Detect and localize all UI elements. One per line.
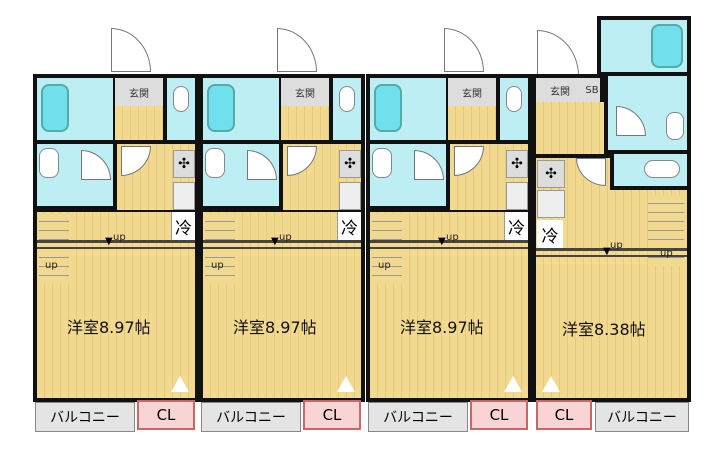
bathroom bbox=[203, 78, 279, 140]
bathroom bbox=[370, 78, 446, 140]
up-label: up bbox=[113, 232, 126, 243]
fridge-space: 冷 bbox=[171, 212, 195, 240]
entrance-label: 玄関 bbox=[536, 78, 584, 102]
entrance-floor bbox=[536, 102, 604, 154]
stove-icon: ✣ bbox=[506, 150, 528, 178]
bathtub-icon bbox=[374, 84, 402, 132]
stove-icon: ✣ bbox=[339, 150, 361, 178]
up-label: up bbox=[446, 232, 459, 243]
entrance-floor bbox=[448, 106, 496, 140]
bathtub-icon bbox=[651, 24, 683, 68]
washbasin-icon bbox=[372, 148, 392, 178]
down-arrow-icon: ▼ bbox=[105, 236, 113, 247]
fridge-space: 冷 bbox=[337, 212, 361, 240]
washroom bbox=[608, 76, 687, 150]
stove-icon: ✣ bbox=[173, 150, 195, 178]
loft-ladder-rail bbox=[536, 255, 687, 257]
toilet-icon bbox=[173, 86, 189, 112]
closet-door-icon bbox=[504, 376, 522, 392]
closet-door-icon bbox=[171, 376, 189, 392]
shoe-box-label: SB bbox=[584, 78, 600, 102]
loft-ladder-rail bbox=[37, 240, 195, 243]
bathroom bbox=[601, 20, 687, 72]
loft-ladder-rail bbox=[203, 247, 361, 249]
loft-ladder-rail bbox=[203, 240, 361, 243]
kitchen-hall bbox=[536, 158, 610, 194]
toilet-room bbox=[333, 78, 361, 140]
closet: CL bbox=[137, 400, 195, 430]
closet: CL bbox=[470, 400, 528, 430]
sink-icon bbox=[339, 182, 361, 210]
sink-icon bbox=[537, 190, 565, 218]
stairs-up-label: up bbox=[211, 260, 224, 271]
washbasin-icon bbox=[666, 112, 684, 140]
loft-ladder-rail bbox=[370, 247, 528, 249]
stairs-up-label: up bbox=[660, 248, 673, 259]
bathroom bbox=[37, 78, 113, 140]
stairs[interactable] bbox=[205, 214, 235, 284]
hall-door[interactable] bbox=[576, 158, 606, 186]
toilet-room bbox=[167, 78, 195, 140]
stove-icon: ✣ bbox=[537, 160, 565, 188]
balcony: バルコニー bbox=[35, 402, 135, 432]
balcony: バルコニー bbox=[368, 402, 468, 432]
room-label: 洋室8.97帖 bbox=[67, 318, 151, 337]
entrance-floor bbox=[281, 106, 329, 140]
sink-icon bbox=[506, 182, 528, 210]
balcony: バルコニー bbox=[201, 402, 301, 432]
up-label: up bbox=[610, 240, 623, 251]
entrance-label: 玄関 bbox=[115, 78, 163, 106]
stairs-up-label: up bbox=[378, 260, 391, 271]
stairs[interactable] bbox=[39, 214, 69, 284]
closet: CL bbox=[536, 400, 592, 430]
entrance-door[interactable] bbox=[537, 30, 579, 76]
down-arrow-icon: ▼ bbox=[603, 246, 611, 257]
closet-door-icon bbox=[542, 376, 560, 392]
balcony: バルコニー bbox=[595, 402, 689, 432]
sink-icon bbox=[173, 182, 195, 210]
room-label: 洋室8.38帖 bbox=[562, 320, 646, 339]
washroom-door[interactable] bbox=[616, 106, 646, 136]
down-arrow-icon: ▼ bbox=[271, 236, 279, 247]
up-label: up bbox=[279, 232, 292, 243]
fridge-space: 冷 bbox=[537, 220, 563, 248]
washroom bbox=[370, 144, 446, 206]
bathtub-icon bbox=[41, 84, 69, 132]
washroom bbox=[203, 144, 279, 206]
entrance-label: 玄関 bbox=[448, 78, 496, 106]
unit: 玄関 ✣ 冷 up ▼ up 洋室8.97帖 バルコニー CL bbox=[366, 0, 532, 440]
toilet-room bbox=[614, 154, 687, 186]
loft-ladder-rail bbox=[536, 248, 687, 251]
fridge-space: 冷 bbox=[504, 212, 528, 240]
loft-ladder-rail bbox=[370, 240, 528, 243]
entrance-floor bbox=[115, 106, 163, 140]
closet: CL bbox=[303, 400, 361, 430]
entrance-label: 玄関 bbox=[281, 78, 329, 106]
washroom bbox=[37, 144, 113, 206]
toilet-room bbox=[500, 78, 528, 140]
room-label: 洋室8.97帖 bbox=[233, 318, 317, 337]
stairs[interactable] bbox=[648, 196, 684, 266]
washbasin-icon bbox=[205, 148, 225, 178]
loft-ladder-rail bbox=[37, 247, 195, 249]
toilet-icon bbox=[506, 86, 522, 112]
washbasin-icon bbox=[39, 148, 59, 178]
closet-door-icon bbox=[337, 376, 355, 392]
unit: 玄関 ✣ 冷 up ▼ up 洋室8.97帖 バルコニー CL bbox=[33, 0, 199, 440]
bathtub-icon bbox=[207, 84, 235, 132]
toilet-icon bbox=[339, 86, 355, 112]
stairs[interactable] bbox=[372, 214, 402, 284]
unit: 玄関 ✣ 冷 up ▼ up 洋室8.97帖 バルコニー CL bbox=[199, 0, 365, 440]
stairs-up-label: up bbox=[45, 260, 58, 271]
room-label: 洋室8.97帖 bbox=[400, 318, 484, 337]
toilet-icon bbox=[644, 160, 680, 178]
down-arrow-icon: ▼ bbox=[438, 236, 446, 247]
